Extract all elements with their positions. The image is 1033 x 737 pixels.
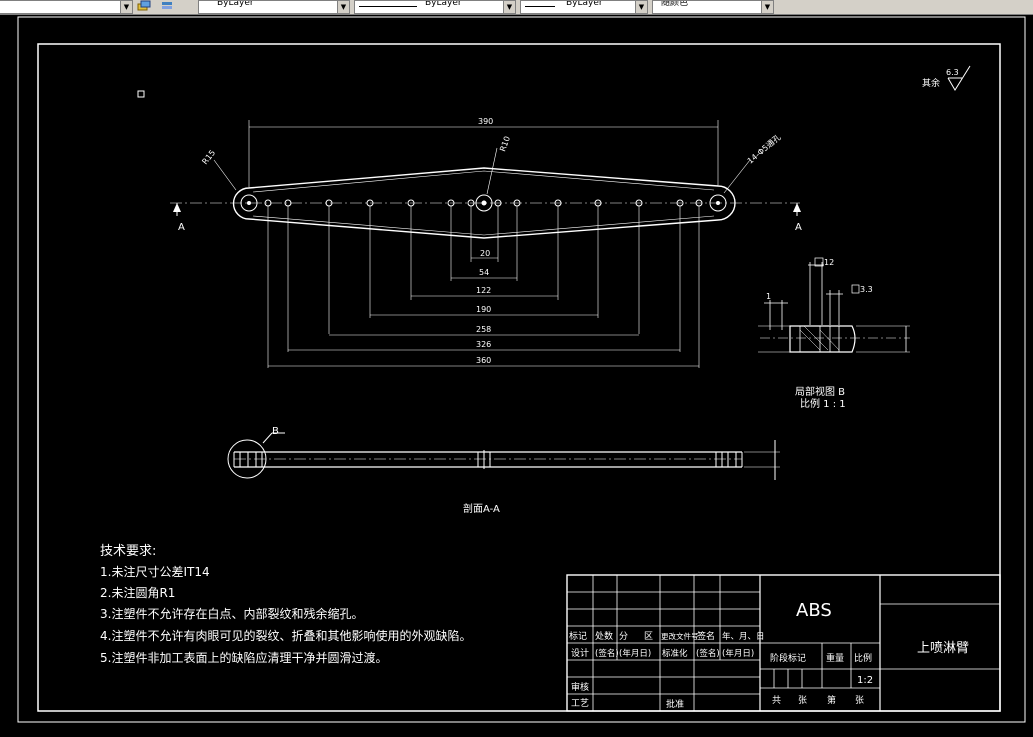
section-a-a-title: 剖面A-A	[463, 502, 500, 515]
sheets-label: 张	[855, 695, 864, 706]
tb-design-cell: (签名)	[595, 648, 619, 659]
dim-326: 326	[476, 340, 491, 349]
section-a-a-view	[227, 432, 780, 480]
dim-390: 390	[478, 117, 493, 126]
dim-12: 12	[824, 258, 834, 267]
left-boss-center	[247, 201, 251, 205]
right-boss	[709, 194, 727, 212]
dim-holes-callout: 14-Φ5通孔	[745, 132, 782, 166]
layer-states-icon[interactable]	[137, 0, 151, 12]
tb-header-cell: 处数	[595, 630, 613, 642]
audit-label: 审核	[571, 681, 589, 693]
arm-top-view: A A	[170, 167, 802, 239]
tech-req-item: 5.注塑件非加工表面上的缺陷应清理干净并圆滑过渡。	[100, 650, 387, 665]
scale-value: 1:2	[857, 675, 873, 686]
tb-design-cell: 设计	[571, 647, 589, 659]
section-letter-left: A	[178, 222, 185, 233]
lineweight-sample	[525, 6, 555, 7]
title-block	[566, 574, 1001, 712]
arm-inner-edge	[252, 170, 715, 236]
sheets-label: 张	[798, 695, 807, 706]
dim-r10: R10	[498, 135, 512, 153]
roughness-symbol-icon	[947, 65, 971, 91]
dim-20: 20	[480, 249, 490, 258]
sheet-outer-frame	[17, 16, 1026, 723]
lineweight-control-value: ByLayer	[566, 0, 603, 8]
sheet-inner-frame	[37, 43, 1001, 712]
dim-r15: R15	[200, 148, 217, 166]
page-label: 第	[827, 694, 836, 706]
tb-header-cell: 年、月、日	[722, 631, 765, 642]
dim-3-3: 3.3	[860, 285, 873, 294]
plotstyle-control-value: 随颜色	[661, 0, 689, 8]
weight-label: 重量	[826, 652, 844, 664]
approve-label: 批准	[666, 698, 684, 710]
tech-req-item: 3.注塑件不允许存在白点、内部裂纹和残余缩孔。	[100, 606, 363, 621]
section-letter-right: A	[795, 222, 802, 233]
ucs-marker	[137, 90, 145, 98]
left-boss	[240, 194, 258, 212]
process-label: 工艺	[571, 698, 589, 709]
tech-req-item: 4.注塑件不允许有肉眼可见的裂纹、折叠和其他影响使用的外观缺陷。	[100, 628, 471, 643]
dim-360: 360	[476, 356, 491, 365]
tb-design-cell: (签名)	[696, 648, 720, 659]
tb-design-cell: (年月日)	[722, 648, 754, 659]
stage-mark-label: 阶段标记	[770, 652, 806, 664]
roughness-other-label: 其余	[922, 77, 940, 89]
center-boss-center	[481, 200, 487, 206]
linetype-control-value: ByLayer	[425, 0, 462, 8]
flatness-box-33	[851, 284, 860, 294]
tb-header-cell: 分	[619, 631, 628, 642]
tb-header-cell: 区	[644, 631, 653, 642]
tb-header-cell: 更改文件号	[661, 631, 699, 641]
roughness-value: 6.3	[946, 68, 959, 77]
color-control-dropdown[interactable]: ByLayer ▼	[198, 0, 350, 14]
detail-b-title: 局部视图 B	[795, 385, 845, 398]
color-control-value: ByLayer	[217, 0, 254, 8]
scale-label: 比例	[854, 652, 872, 664]
tech-req-title: 技术要求:	[100, 544, 156, 559]
dim-190: 190	[476, 305, 491, 314]
dim-54: 54	[479, 268, 489, 277]
layer-stack-icon[interactable]	[160, 0, 174, 12]
linetype-control-dropdown[interactable]: ByLayer ▼	[354, 0, 516, 14]
tech-req-item: 2.未注圆角R1	[100, 585, 175, 600]
tb-header-cell: 签名	[697, 630, 715, 642]
part-name: 上喷淋臂	[917, 641, 969, 656]
chevron-down-icon[interactable]: ▼	[503, 1, 515, 13]
dim-258: 258	[476, 325, 491, 334]
detail-b-scale: 比例 1 : 1	[800, 397, 846, 410]
chevron-down-icon[interactable]: ▼	[635, 1, 647, 13]
detail-b-callout: B	[272, 426, 279, 437]
detail-view-b	[758, 262, 910, 353]
right-boss-center	[716, 201, 720, 205]
linetype-sample	[359, 6, 417, 7]
dim-122: 122	[476, 286, 491, 295]
material-name: ABS	[796, 600, 832, 621]
tb-design-cell: 标准化	[662, 648, 688, 659]
tech-req-item: 1.未注尺寸公差IT14	[100, 564, 210, 579]
chevron-down-icon[interactable]: ▼	[761, 1, 773, 13]
main-dimensions	[213, 120, 751, 368]
tb-design-cell: (年月日)	[619, 648, 651, 659]
dim-1: 1	[766, 292, 771, 301]
layer-dropdown[interactable]: ▼	[0, 0, 133, 14]
total-sheets-label: 共	[772, 695, 781, 706]
tb-header-cell: 标记	[569, 630, 587, 642]
center-boss	[475, 194, 493, 212]
lineweight-control-dropdown[interactable]: ByLayer ▼	[520, 0, 648, 14]
properties-toolbar: ▼ ByLayer ▼ ByLayer ▼ ByLayer ▼ 随颜色 ▼	[0, 0, 1033, 15]
technical-requirements: 技术要求: 1.未注尺寸公差IT14 2.未注圆角R1 3.注塑件不允许存在白点…	[100, 544, 471, 665]
chevron-down-icon[interactable]: ▼	[337, 1, 349, 13]
chevron-down-icon[interactable]: ▼	[120, 1, 132, 13]
flatness-box-12	[814, 257, 824, 267]
drawing-canvas[interactable]: 其余 6.3 A A	[0, 15, 1033, 737]
plotstyle-control-dropdown[interactable]: 随颜色 ▼	[652, 0, 774, 14]
arm-outline	[232, 167, 736, 239]
